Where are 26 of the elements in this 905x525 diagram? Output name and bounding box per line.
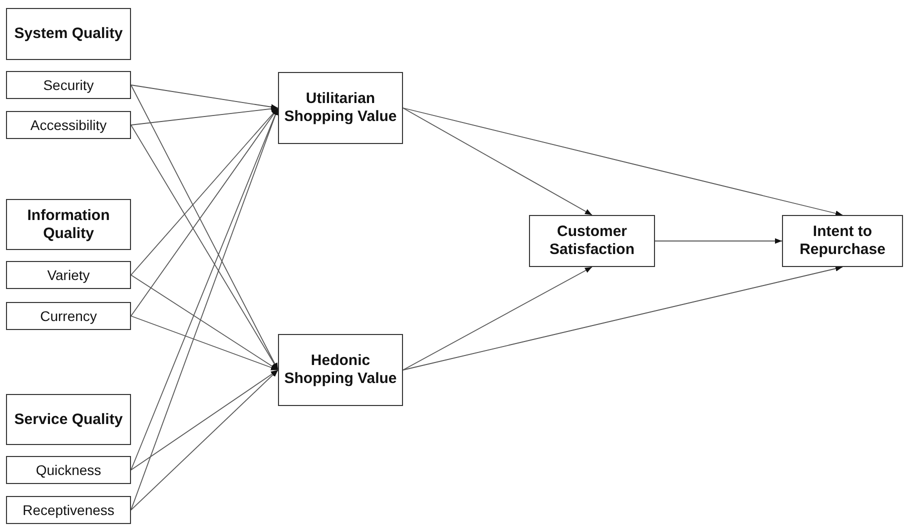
construct-box: Utilitarian Shopping Value (278, 72, 403, 144)
arrow (402, 266, 592, 370)
arrow (130, 274, 278, 370)
arrow (130, 108, 278, 276)
arrow (130, 316, 278, 370)
indicator-box: Accessibility (6, 111, 131, 139)
arrow (402, 266, 843, 370)
indicator-box: Variety (6, 261, 131, 289)
indicator-box: Security (6, 71, 131, 99)
construct-box: System Quality (6, 8, 131, 60)
indicator-box: Quickness (6, 456, 131, 484)
construct-box: Intent to Repurchase (782, 215, 903, 267)
construct-box: Service Quality (6, 394, 131, 445)
arrow (130, 108, 278, 316)
construct-box: Customer Satisfaction (529, 215, 655, 267)
arrow (130, 370, 278, 510)
construct-box: Hedonic Shopping Value (278, 334, 403, 406)
construct-box: Information Quality (6, 199, 131, 250)
arrow (130, 84, 278, 110)
arrow (130, 106, 278, 126)
indicator-box: Currency (6, 302, 131, 330)
arrow (402, 108, 843, 216)
arrow (130, 370, 278, 470)
arrow (402, 108, 592, 216)
arrow (654, 238, 782, 244)
indicator-box: Receptiveness (6, 496, 131, 524)
